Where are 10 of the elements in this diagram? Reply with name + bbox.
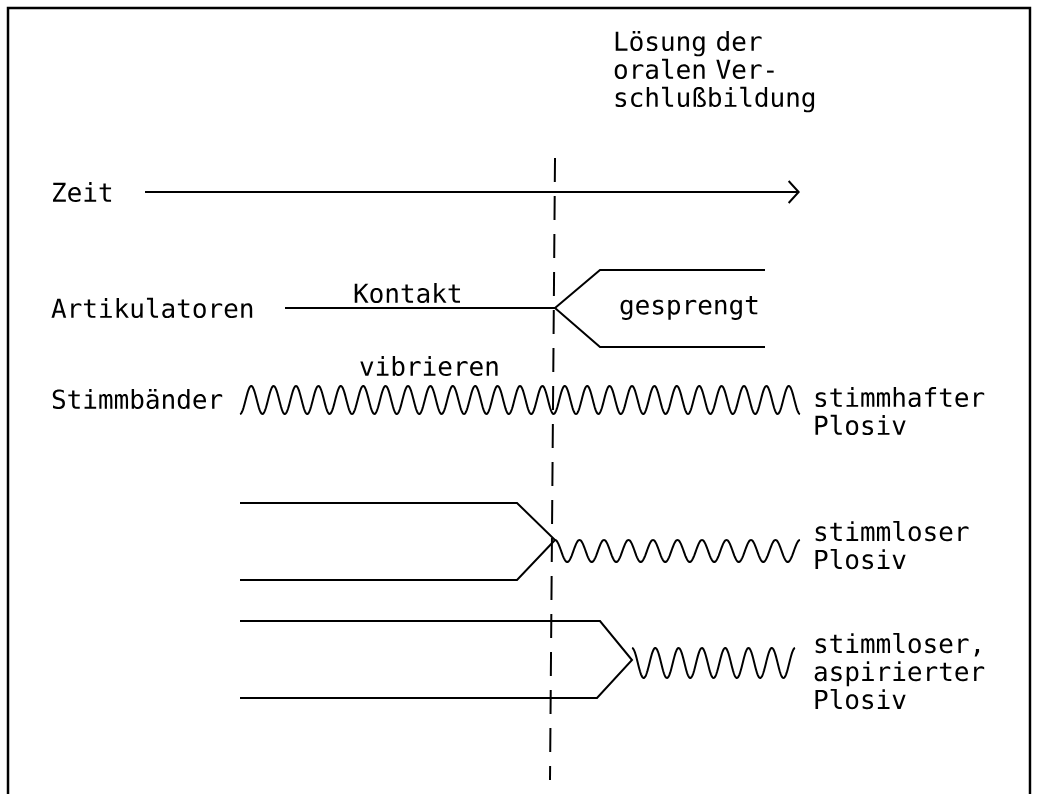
- row-label: Artikulatoren: [51, 297, 253, 319]
- phase-label: Kontakt: [354, 282, 460, 304]
- row-label: Stimmbänder: [52, 388, 223, 410]
- result-label: stimmloser, aspirierter Plosiv: [814, 633, 985, 710]
- phase-label: gesprengt: [620, 296, 758, 320]
- heading: Lösung der oralen Ver- schlußbildung: [614, 31, 815, 113]
- phase-label: vibrieren: [360, 355, 498, 377]
- result-label: stimmhafter Plosiv: [815, 387, 985, 436]
- result-label: stimmloser Plosiv: [815, 521, 969, 570]
- axis-label: Zeit: [53, 181, 112, 203]
